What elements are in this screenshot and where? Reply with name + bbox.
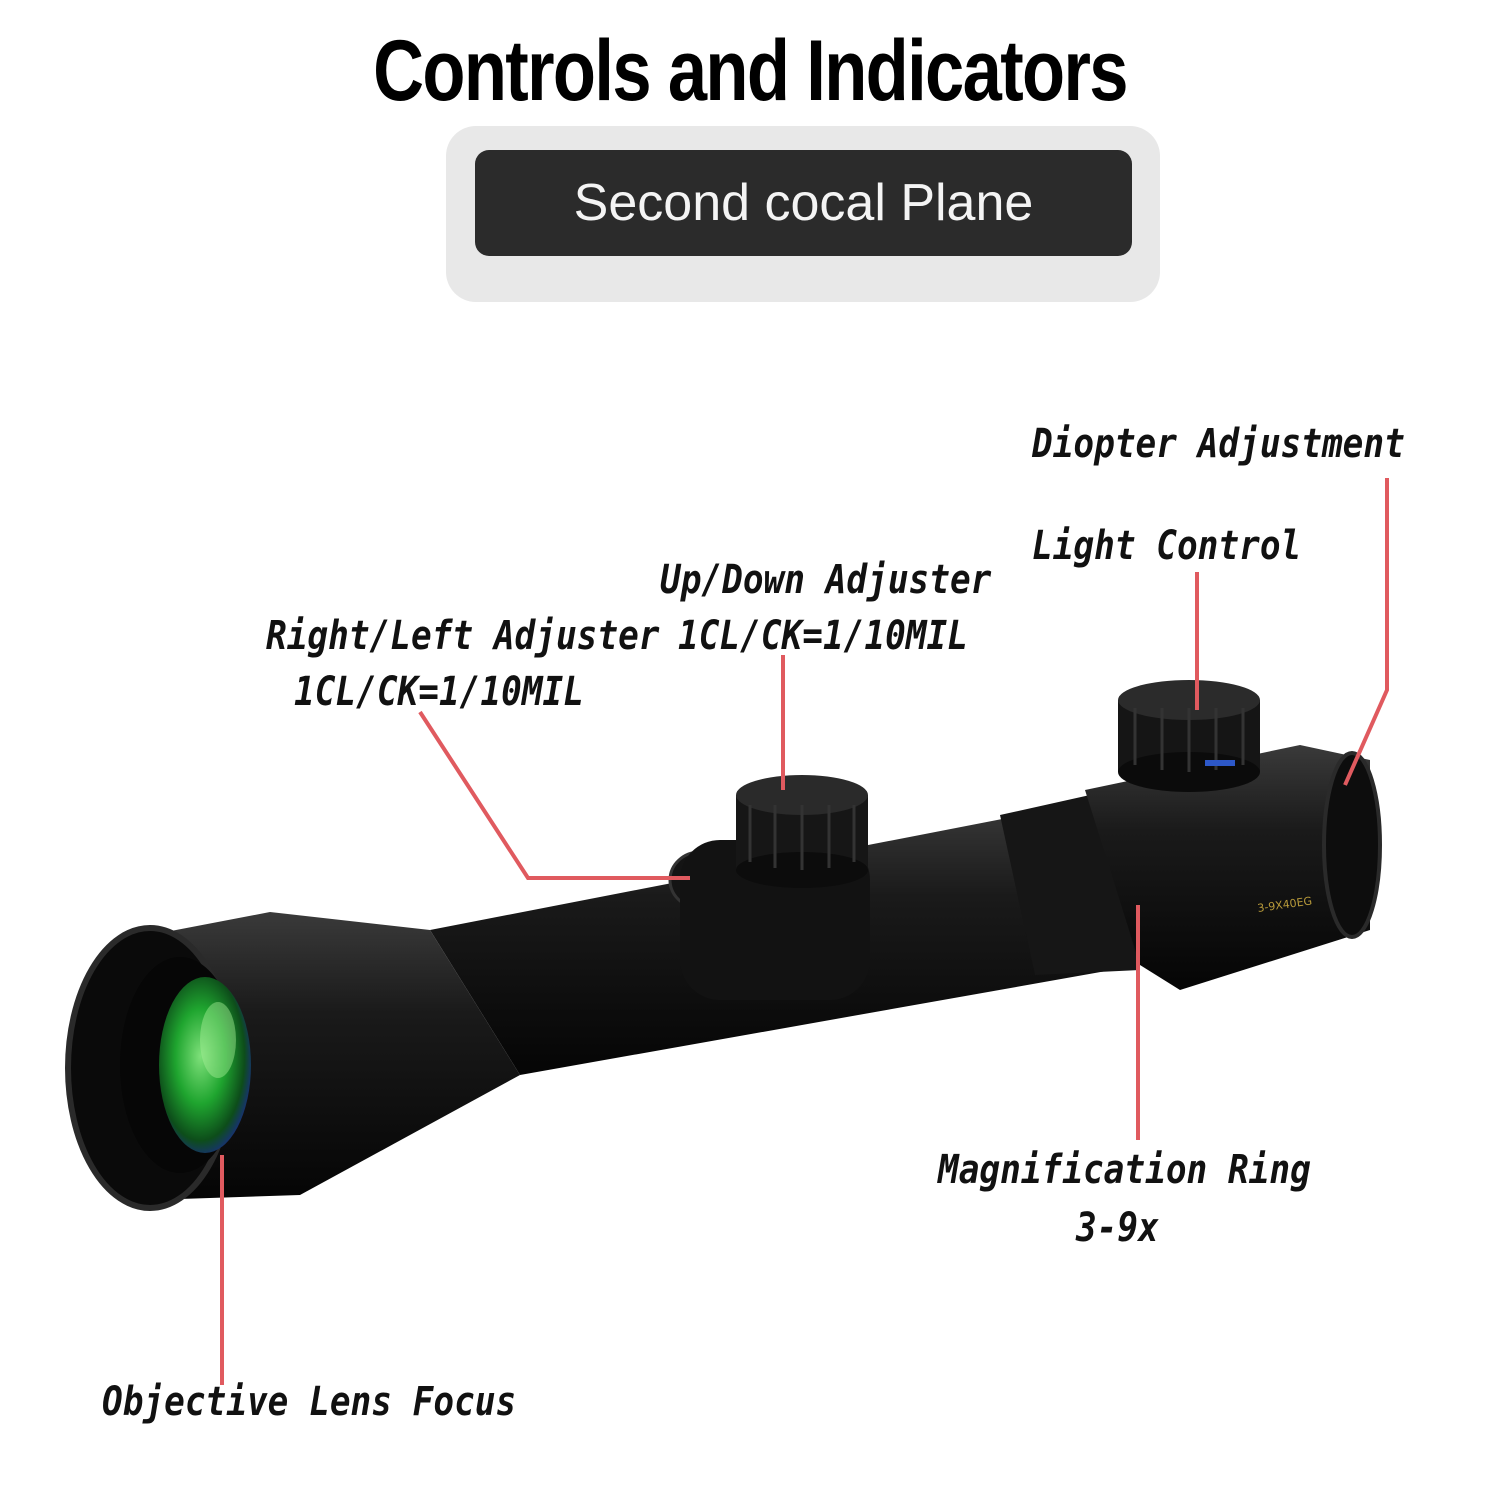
- leader-line-right-left: [418, 710, 690, 880]
- magnification-range: 3-9x: [1076, 1205, 1159, 1251]
- light-control-knob: [1118, 680, 1260, 792]
- right-left-adjuster-label: Right/Left Adjuster: [266, 613, 660, 659]
- subtitle-text: Second cocal Plane: [573, 174, 1034, 232]
- page-title: Controls and Indicators: [373, 23, 1128, 119]
- up-down-adjuster-label: Up/Down Adjuster: [660, 557, 992, 603]
- objective-lens: [159, 977, 251, 1153]
- diopter-adjustment-label: Diopter Adjustment: [1032, 421, 1405, 467]
- magnification-ring-label: Magnification Ring: [938, 1147, 1311, 1193]
- elevation-turret: [736, 775, 868, 888]
- objective-lens-focus-label: Objective Lens Focus: [102, 1379, 517, 1425]
- eyepiece: 3-9X40EG: [1085, 745, 1382, 990]
- leader-line-diopter: [1343, 478, 1389, 786]
- leader-lines: [220, 478, 1389, 1385]
- up-down-click-value: 1CL/CK=1/10MIL: [678, 613, 968, 659]
- subtitle-badge: Second cocal Plane: [475, 150, 1132, 256]
- right-left-click-value: 1CL/CK=1/10MIL: [294, 669, 584, 715]
- light-control-label: Light Control: [1032, 523, 1302, 569]
